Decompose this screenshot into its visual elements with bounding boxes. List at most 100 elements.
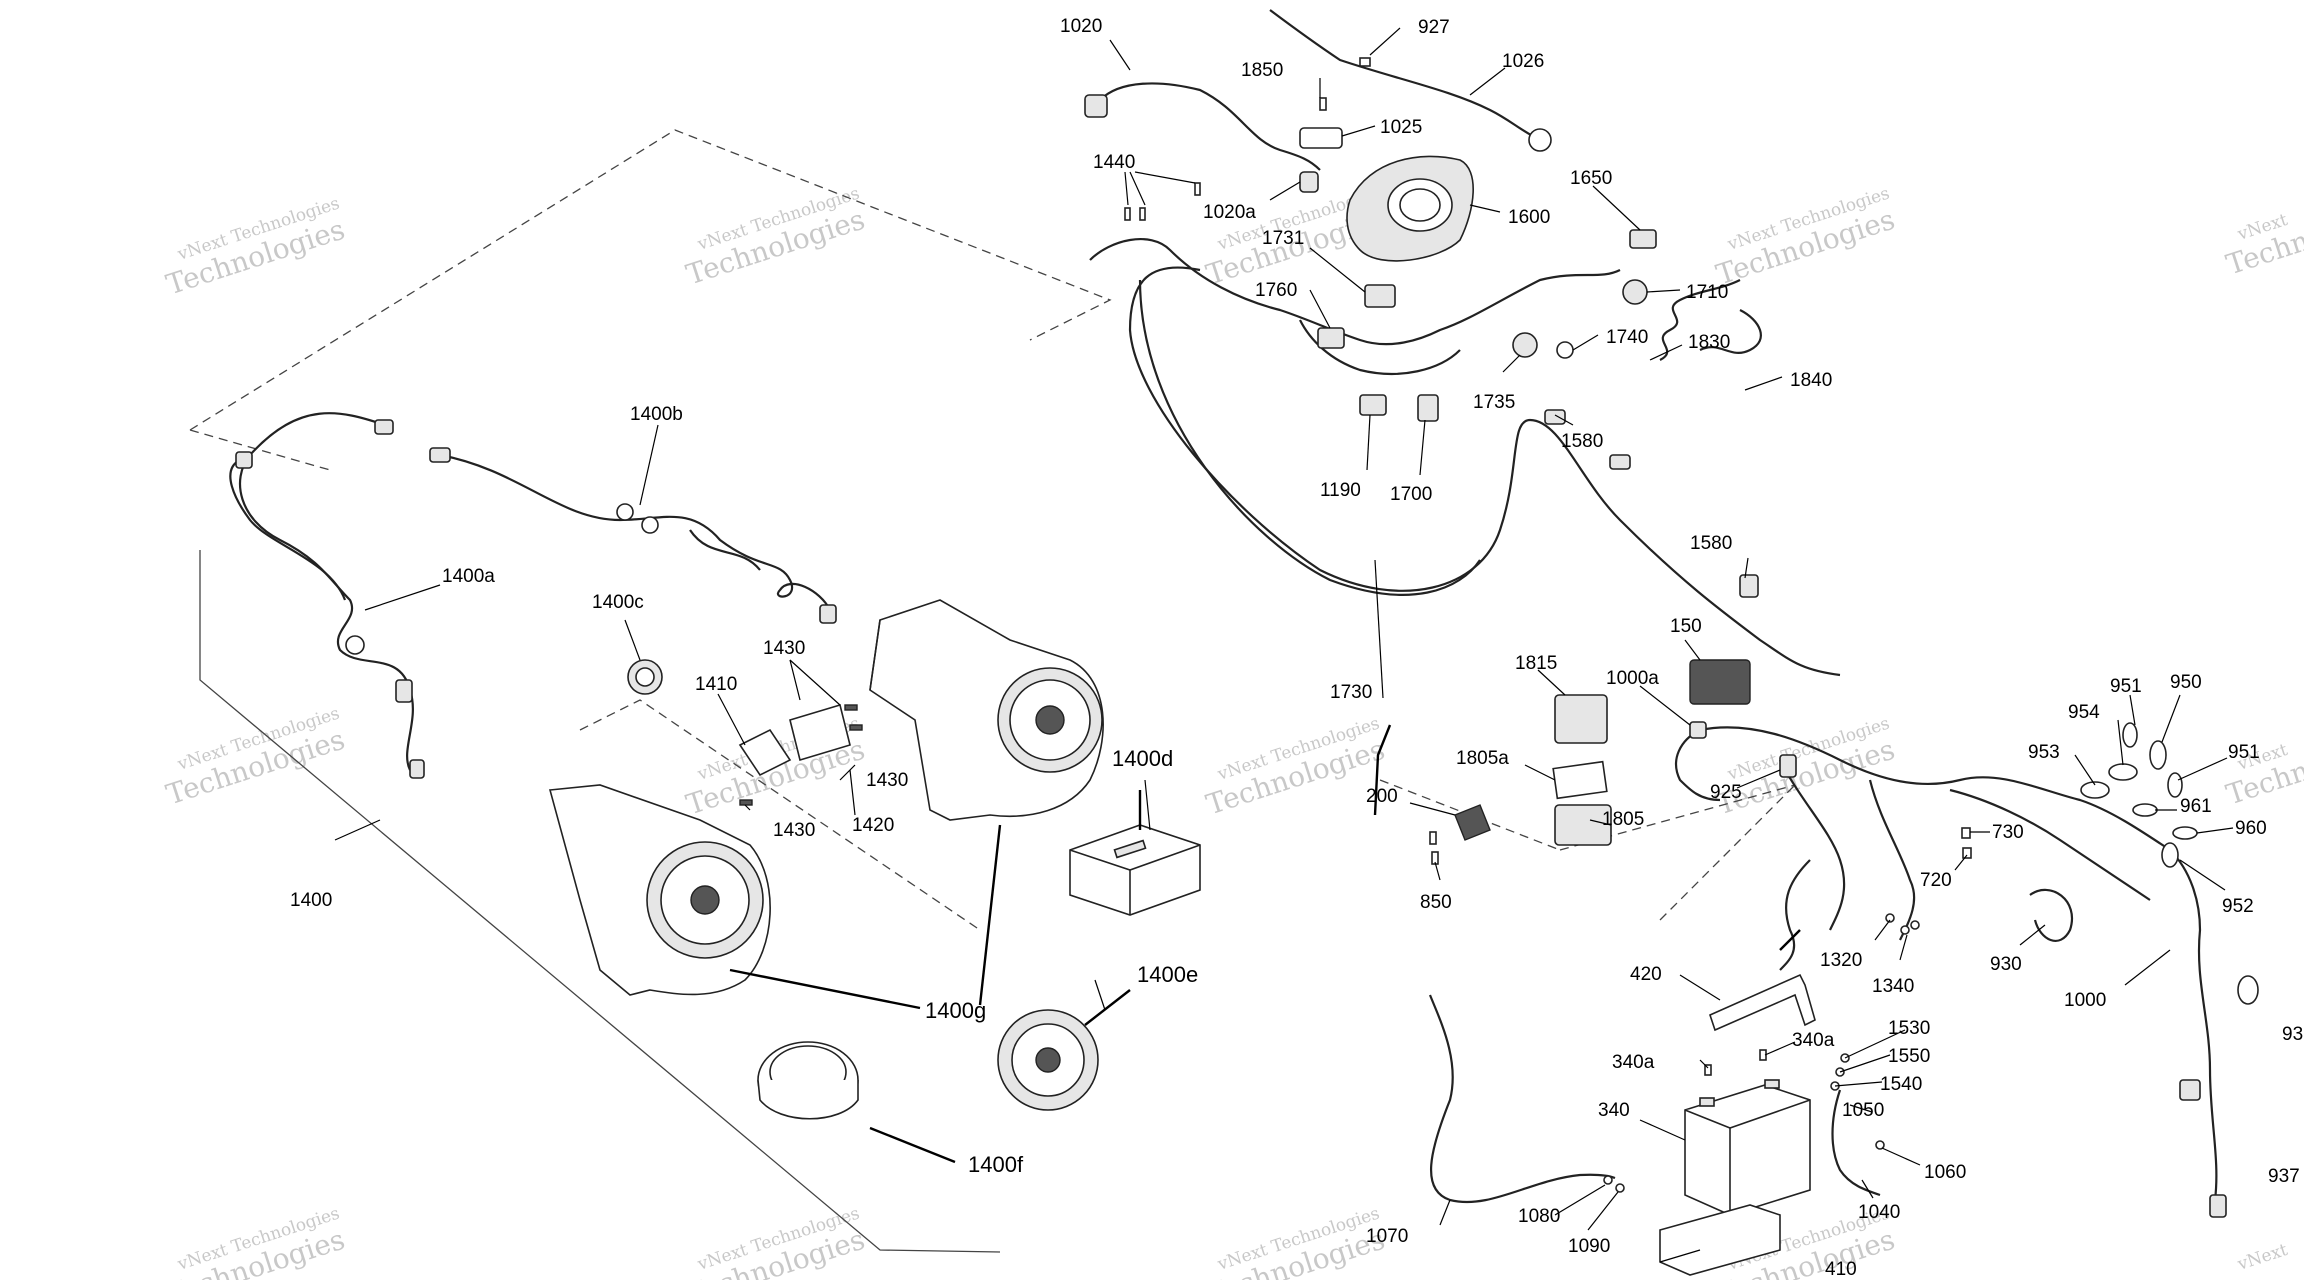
label-1190: 1190 [1320, 480, 1361, 501]
harness-1730-inner [1138, 279, 1481, 596]
harness-1760-branch [1299, 319, 1461, 376]
clip-951 [2122, 722, 2138, 748]
harness-1400b [439, 453, 831, 611]
clip-720 [1962, 847, 1972, 859]
label-1090: 1090 [1568, 1236, 1610, 1257]
clip-952 [2161, 842, 2179, 868]
label-1540: 1540 [1880, 1074, 1922, 1095]
label-730: 730 [1992, 822, 2024, 843]
label-1600: 1600 [1508, 207, 1550, 228]
grommet-icon [641, 516, 659, 534]
label-1400a: 1400a [442, 566, 495, 587]
label-850: 850 [1420, 892, 1452, 913]
clip-927 [1359, 57, 1371, 67]
watermark-layer: vNext Technologies Technologies vNext Te… [162, 184, 2304, 1280]
label-1731: 1731 [1262, 228, 1304, 249]
label-1830: 1830 [1688, 332, 1730, 353]
connector-937 [2209, 1194, 2227, 1218]
label-1760: 1760 [1255, 280, 1297, 301]
regulator-150 [1689, 659, 1751, 705]
clip-961 [2132, 803, 2158, 817]
label-1735: 1735 [1473, 392, 1515, 413]
label-1320: 1320 [1820, 950, 1862, 971]
screw-1440 [1139, 207, 1146, 221]
label-1700: 1700 [1390, 484, 1432, 505]
label-961: 961 [2180, 796, 2212, 817]
harness-1000-branch [1779, 859, 1811, 971]
watermark-text: vNext [2234, 1240, 2290, 1275]
label-420: 420 [1630, 964, 1662, 985]
connector-1760 [1317, 327, 1345, 349]
label-1580-upper: 1580 [1561, 431, 1603, 452]
relay-1815 [1554, 694, 1608, 744]
label-720: 720 [1920, 870, 1952, 891]
harness-1026 [1269, 9, 1541, 141]
washer-1090 [1615, 1183, 1625, 1193]
console-1400g-lower [548, 784, 771, 996]
module-1731 [1364, 284, 1396, 308]
label-1340: 1340 [1872, 976, 1914, 997]
console-1400g-upper [869, 599, 1104, 821]
connector-1020 [1084, 94, 1108, 118]
label-1400e: 1400e [1137, 962, 1198, 987]
bracket-1420 [789, 703, 851, 762]
connector-icon [819, 604, 837, 624]
upper-assembly-outline [189, 129, 1112, 431]
label-1710: 1710 [1686, 282, 1728, 303]
harnesses [229, 9, 2218, 1204]
nut-1320 [1885, 913, 1895, 923]
label-1020a: 1020a [1203, 202, 1256, 223]
nut-1080 [1603, 1175, 1613, 1185]
clip-960 [2172, 826, 2198, 840]
screw-1430 [844, 704, 858, 711]
strap-420 [1709, 973, 1816, 1032]
connector-1700 [1417, 394, 1439, 422]
harness-outline-bottom [1559, 784, 1796, 851]
nut-1340 [1900, 925, 1910, 935]
clip-1580 [1544, 409, 1566, 425]
harness-1000-branch [1868, 779, 1916, 941]
label-1440: 1440 [1093, 152, 1135, 173]
harness-1400a-branch [229, 459, 347, 601]
harness-1020 [1099, 82, 1321, 171]
label-960: 960 [2235, 818, 2267, 839]
label-1025: 1025 [1380, 117, 1422, 138]
label-1430-mid: 1430 [866, 770, 908, 791]
label-1400c: 1400c [592, 592, 644, 613]
connector-icon [235, 451, 253, 469]
label-1040: 1040 [1858, 1202, 1900, 1223]
clip-950 [2149, 740, 2167, 770]
label-1400b: 1400b [630, 404, 683, 425]
clip-1580 [1739, 574, 1759, 598]
main-assembly-bracket [199, 550, 1001, 1253]
clip-730 [1961, 827, 1971, 839]
label-410: 410 [1825, 1259, 1857, 1280]
label-1400d: 1400d [1112, 746, 1173, 771]
gasket-1805a [1552, 760, 1608, 800]
label-951-right: 951 [2228, 742, 2260, 763]
label-1400: 1400 [290, 890, 332, 911]
screw-1430 [739, 799, 753, 806]
upper-assembly-outline-left [189, 429, 331, 471]
label-200: 200 [1366, 786, 1398, 807]
label-1815: 1815 [1515, 653, 1557, 674]
label-950: 950 [2170, 672, 2202, 693]
label-952: 952 [2222, 896, 2254, 917]
nut-1340 [1910, 920, 1920, 930]
label-930: 930 [1990, 954, 2022, 975]
switch-1710 [1622, 279, 1648, 305]
label-1060: 1060 [1924, 1162, 1966, 1183]
harness-1760 [1089, 238, 1621, 346]
label-1420: 1420 [852, 815, 894, 836]
label-937: 937 [2268, 1166, 2300, 1187]
label-1050: 1050 [1842, 1100, 1884, 1121]
connector-icon [395, 679, 413, 703]
connector-1190 [1359, 394, 1387, 416]
label-1430-low: 1430 [773, 820, 815, 841]
screw-850 [1429, 831, 1437, 845]
speaker-assembly-outline [579, 699, 981, 931]
watermark-text: Technologies [2222, 723, 2304, 812]
screw-1430 [849, 724, 863, 731]
module-1400d [1069, 824, 1201, 916]
